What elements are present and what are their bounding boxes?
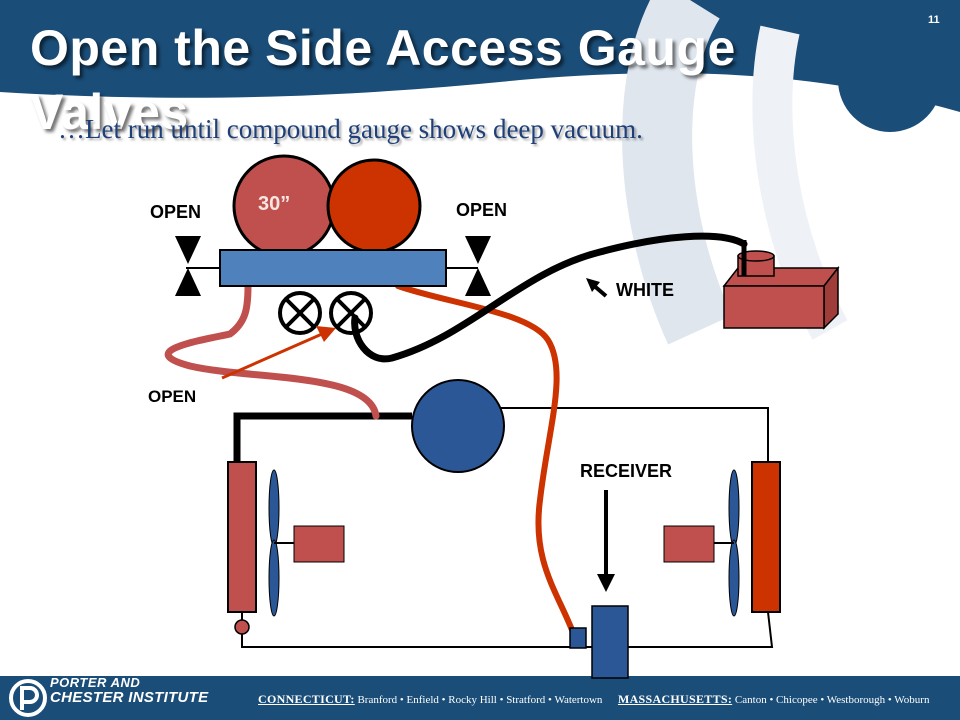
compressor [411,379,505,473]
ct-label: CONNECTICUT: [258,692,355,706]
condenser-fan-motor [663,525,715,563]
logo-icon [9,679,47,717]
receiver-tank [591,605,629,679]
white-arrow-icon [586,278,608,298]
vacuum-pump [722,240,840,330]
center-valve-left-icon [278,291,322,335]
suction-line [233,412,412,462]
liquid-line-right [628,611,774,648]
metering-device [234,619,250,635]
condenser-fan-icon [714,469,740,617]
open-arrow-icon [221,326,336,380]
high-pressure-gauge [326,158,422,254]
right-valve-icon [465,236,491,296]
logo-line1: PORTER AND [50,675,141,690]
footer-logo-text: PORTER AND CHESTER INSTITUTE [50,675,208,705]
liquid-line-left [241,630,592,648]
condenser-coil [751,461,781,613]
discharge-line [482,407,769,462]
ma-towns: Canton • Chicopee • Westborough • Woburn [734,694,930,706]
gauge-reading: 30” [258,193,290,215]
watermark-circle [838,28,942,132]
footer-band [0,676,960,720]
receiver-service-port [569,627,587,649]
white-hose [351,232,748,363]
ma-label: MASSACHUSETTS: [617,692,733,706]
watermark-arc-outer [622,0,733,345]
center-valve-right-icon [329,291,373,335]
slide-subtitle: …Let run until compound gauge shows deep… [58,114,643,144]
footer-locations: CONNECTICUT: Branford • Enfield • Rocky … [258,692,958,707]
page-number: 11 [928,14,940,26]
left-valve-icon [175,236,201,296]
header-band [0,0,960,112]
evaporator-fan-motor [293,525,345,563]
evaporator-coil [227,461,257,613]
ct-towns: Branford • Enfield • Rocky Hill • Stratf… [357,694,603,706]
receiver-label: RECEIVER [580,461,672,481]
receiver-arrow-icon [597,490,615,592]
logo-line2: CHESTER INSTITUTE [50,689,209,706]
white-label: WHITE [616,280,674,300]
slide-title: Open the Side Access Gauge Valves [30,20,736,140]
open-left-label: OPEN [150,202,201,222]
system-loop [233,407,774,648]
open-lower-label: OPEN [148,387,196,406]
evaporator-fan-icon [268,469,296,617]
low-side-hose [164,282,380,420]
open-right-label: OPEN [456,200,507,220]
manifold-body [219,249,447,287]
